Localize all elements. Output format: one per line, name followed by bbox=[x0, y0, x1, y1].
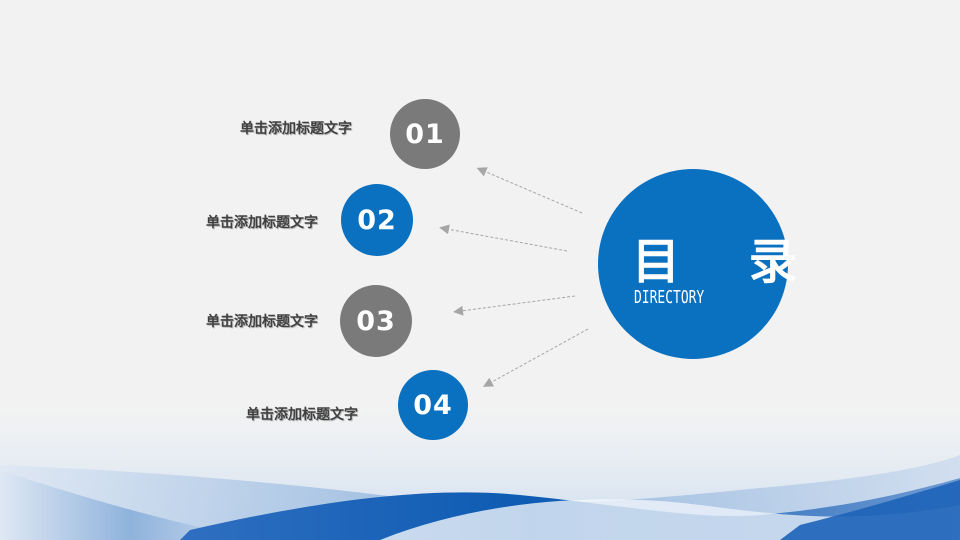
arrow-to-01 bbox=[476, 167, 583, 214]
item-03-number-circle: 03 bbox=[340, 285, 412, 357]
item-01-label: 单击添加标题文字 bbox=[240, 121, 352, 137]
item-01-number-circle: 01 bbox=[390, 99, 460, 169]
arrow-to-02 bbox=[439, 224, 568, 252]
directory-title: 目 录 bbox=[632, 234, 823, 290]
item-04-label: 单击添加标题文字 bbox=[246, 407, 358, 423]
arrow-to-03 bbox=[453, 295, 576, 316]
directory-subtitle: DIRECTORY bbox=[634, 287, 705, 308]
item-03-label: 单击添加标题文字 bbox=[206, 314, 318, 330]
directory-circle bbox=[598, 169, 788, 359]
item-04-number-circle: 04 bbox=[398, 370, 468, 440]
item-02-number-circle: 02 bbox=[341, 184, 413, 256]
arrow-to-04 bbox=[482, 328, 589, 387]
item-02-label: 单击添加标题文字 bbox=[206, 215, 318, 231]
